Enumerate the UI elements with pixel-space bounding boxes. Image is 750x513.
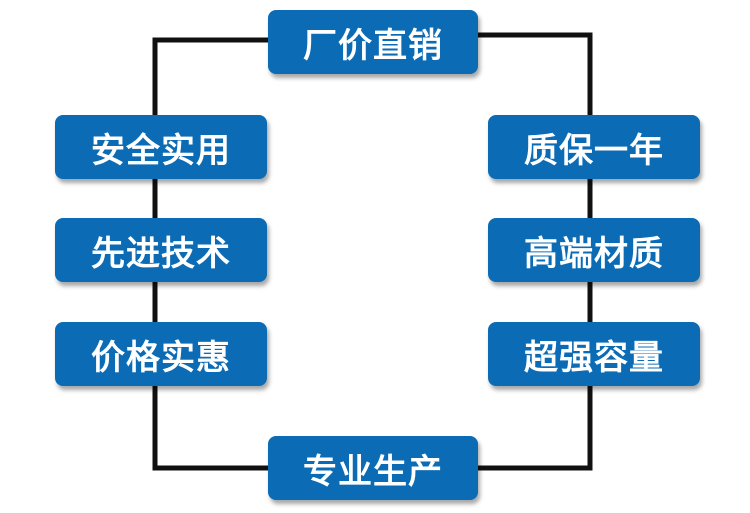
box-professional-production: 专业生产 bbox=[268, 436, 478, 500]
box-label: 质保一年 bbox=[524, 130, 664, 171]
box-affordable-price: 价格实惠 bbox=[55, 322, 267, 386]
box-label: 安全实用 bbox=[91, 130, 231, 171]
box-label: 专业生产 bbox=[303, 451, 443, 492]
box-label: 先进技术 bbox=[91, 233, 231, 274]
box-safe-practical: 安全实用 bbox=[55, 115, 267, 179]
box-large-capacity: 超强容量 bbox=[488, 322, 700, 386]
box-label: 价格实惠 bbox=[91, 337, 231, 378]
box-advanced-technology: 先进技术 bbox=[55, 218, 267, 282]
box-one-year-warranty: 质保一年 bbox=[488, 115, 700, 179]
box-premium-material: 高端材质 bbox=[488, 218, 700, 282]
box-label: 厂价直销 bbox=[303, 25, 443, 66]
box-label: 超强容量 bbox=[524, 337, 664, 378]
box-factory-direct-sale: 厂价直销 bbox=[268, 10, 478, 74]
box-label: 高端材质 bbox=[524, 233, 664, 274]
